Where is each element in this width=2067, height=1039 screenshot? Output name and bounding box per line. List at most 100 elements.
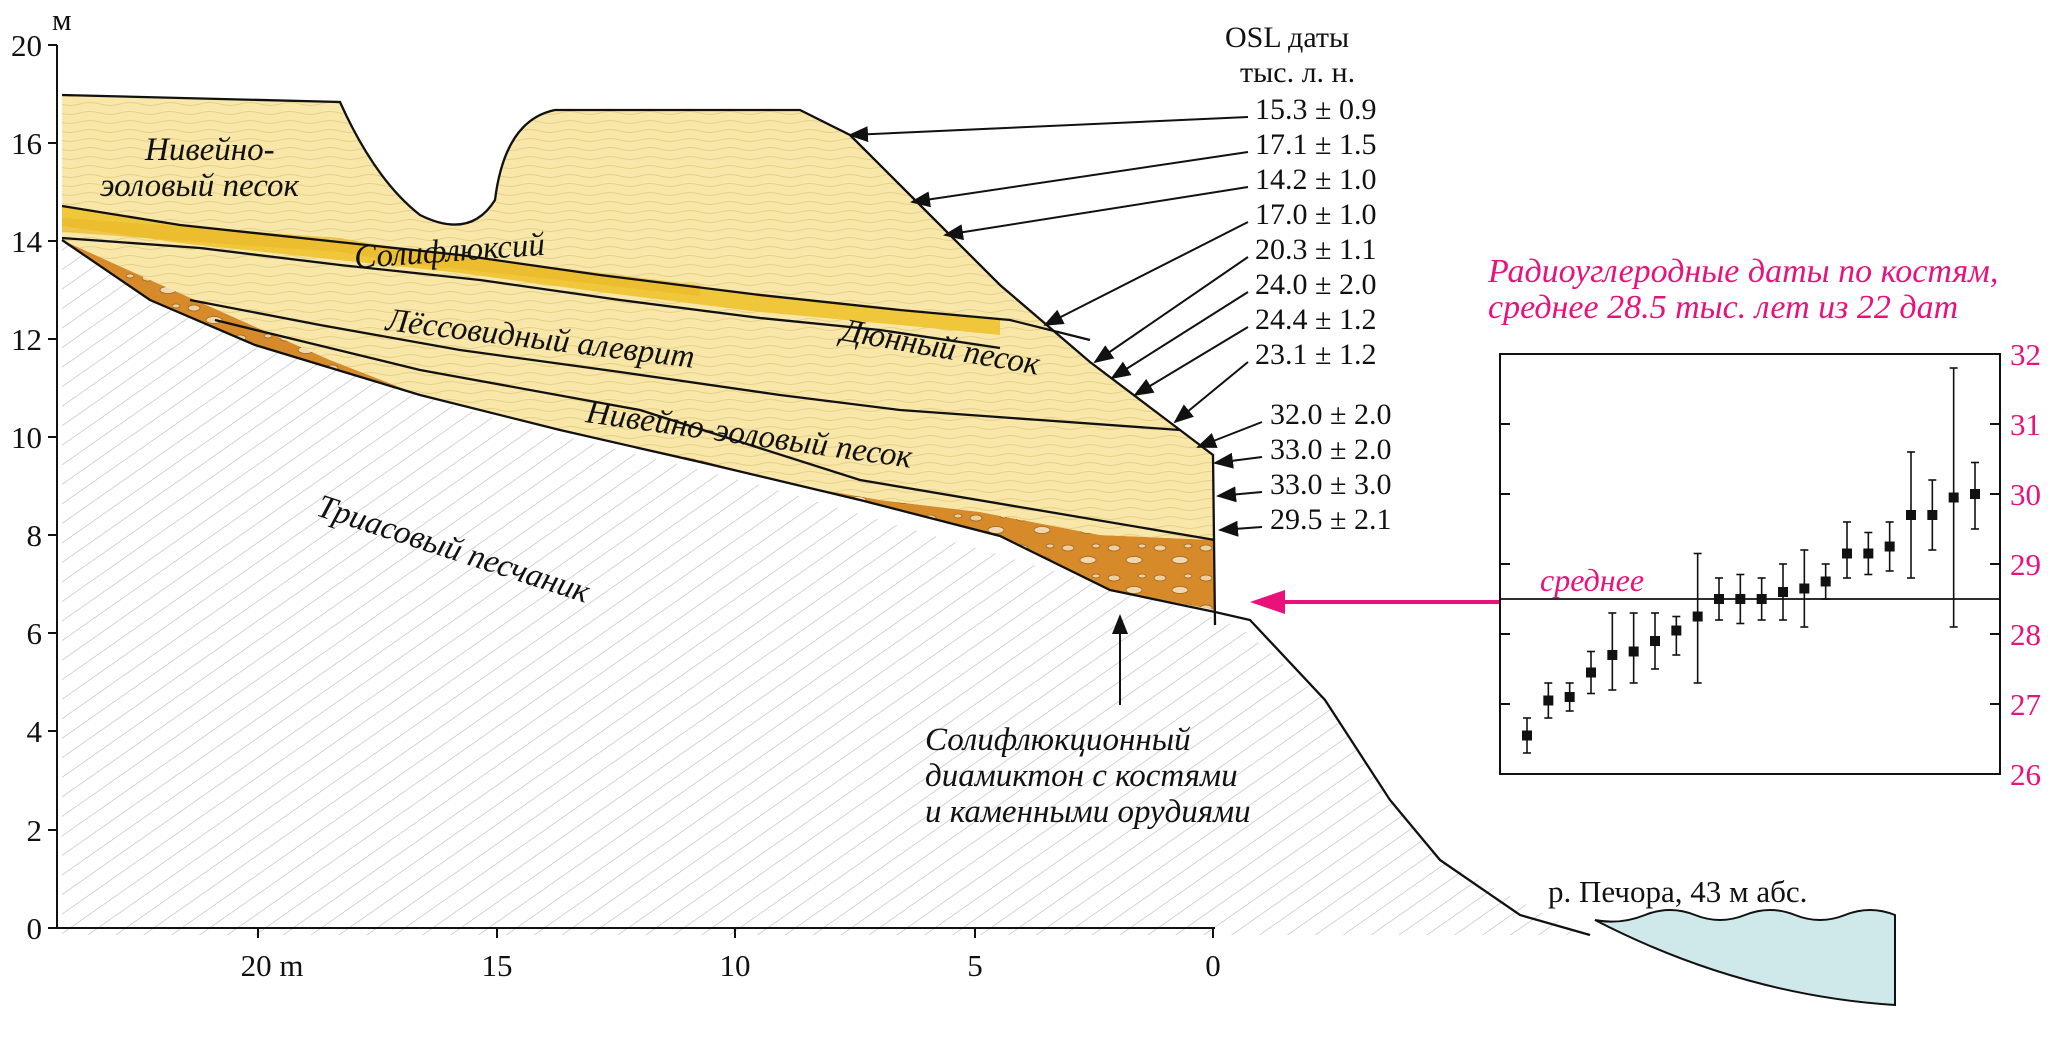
- radiocarbon-date-point: [1522, 717, 1532, 754]
- osl-date: 20.3 ± 1.1: [1255, 233, 1376, 266]
- radiocarbon-marker: [1564, 692, 1575, 702]
- x-tick-label: 0: [1205, 948, 1221, 983]
- osl-date: 15.3 ± 0.9: [1255, 93, 1376, 126]
- radiocarbon-date-point: [1927, 479, 1938, 551]
- radiocarbon-date-point: [1948, 367, 1959, 628]
- radiocarbon-marker: [1927, 510, 1938, 520]
- radiocarbon-marker: [1607, 650, 1618, 660]
- radiocarbon-date-point: [1671, 615, 1682, 656]
- radiocarbon-title-1: Радиоуглеродные даты по костям,: [1487, 253, 1998, 290]
- osl-header-1: OSL даты: [1225, 21, 1349, 54]
- radiocarbon-date-point: [1906, 451, 1916, 579]
- radiocarbon-marker: [1735, 594, 1746, 604]
- radiocarbon-marker: [1586, 667, 1596, 678]
- radiocarbon-date-point: [1714, 577, 1724, 621]
- y-tick-label: 8: [27, 518, 43, 553]
- radiocarbon-marker: [1756, 594, 1767, 604]
- mean-connector-arrowhead: [1250, 590, 1285, 614]
- osl-date: 24.0 ± 2.0: [1255, 268, 1376, 301]
- radiocarbon-tick-labels: 26 27 28 29 30 31 32: [2010, 337, 2041, 792]
- radiocarbon-date-point: [1820, 563, 1831, 600]
- radiocarbon-date-point: [1543, 682, 1554, 719]
- radiocarbon-marker: [1522, 730, 1532, 741]
- radiocarbon-date-point: [1884, 521, 1895, 572]
- label-diamicton-1: Солифлюкционный: [925, 722, 1191, 758]
- x-tick-label: 10: [720, 948, 751, 983]
- radiocarbon-tick-label: 32: [2010, 337, 2041, 372]
- osl-header-2: тыс. л. н.: [1240, 56, 1355, 89]
- radiocarbon-marker: [1671, 625, 1682, 636]
- radiocarbon-marker: [1799, 583, 1810, 594]
- radiocarbon-marker: [1906, 510, 1916, 520]
- radiocarbon-title-2: среднее 28.5 тыс. лет из 22 дат: [1488, 289, 1958, 326]
- radiocarbon-date-point: [1842, 521, 1852, 579]
- y-tick-label: 4: [27, 714, 43, 749]
- y-tick-label: 6: [27, 616, 43, 651]
- radiocarbon-marker: [1842, 548, 1852, 559]
- y-tick-label: 14: [11, 224, 43, 259]
- x-tick-label: 20 m: [241, 948, 304, 983]
- layer-soliflux-2: [62, 218, 700, 296]
- osl-date: 23.1 ± 1.2: [1255, 338, 1376, 371]
- radiocarbon-marker: [1543, 695, 1554, 706]
- radiocarbon-marker: [1948, 492, 1959, 503]
- radiocarbon-marker: [1778, 587, 1788, 597]
- section-axes: [48, 44, 1215, 938]
- radiocarbon-date-point: [1735, 573, 1746, 625]
- radiocarbon-date-point: [1628, 612, 1639, 684]
- layer-boundaries: [61, 93, 1591, 937]
- bedrock-triassic: [62, 240, 1585, 935]
- x-tick-label: 15: [482, 948, 513, 983]
- osl-sample-arrows: [848, 116, 1263, 705]
- label-diamicton-3: и каменными орудиями: [925, 794, 1251, 830]
- y-tick-label: 12: [11, 322, 42, 357]
- radiocarbon-marker: [1884, 541, 1895, 552]
- radiocarbon-date-point: [1586, 650, 1596, 695]
- river-water: [1594, 909, 1896, 1007]
- radiocarbon-tick-label: 30: [2010, 477, 2041, 512]
- radiocarbon-date-point: [1607, 612, 1618, 691]
- radiocarbon-date-point: [1650, 612, 1660, 670]
- radiocarbon-marker: [1692, 611, 1703, 622]
- radiocarbon-points: [1522, 367, 1980, 754]
- x-tick-label: 5: [967, 948, 983, 983]
- radiocarbon-marker: [1650, 636, 1660, 646]
- radiocarbon-marker: [1628, 646, 1639, 657]
- radiocarbon-marker: [1820, 576, 1831, 587]
- x-tick-labels: 20 m 15 10 5 0: [241, 948, 1221, 983]
- diamicton-clasts: [62, 240, 1215, 610]
- radiocarbon-date-point: [1692, 552, 1703, 684]
- label-eolian-top-2: эоловый песок: [100, 168, 300, 204]
- radiocarbon-tick-label: 27: [2010, 687, 2041, 722]
- y-axis-unit: м: [52, 2, 72, 37]
- label-eolian-top-1: Нивейно-: [144, 132, 275, 168]
- radiocarbon-date-point: [1970, 461, 1980, 530]
- radiocarbon-marker: [1863, 548, 1874, 559]
- y-tick-labels: 0 2 4 6 8 10 12 14 16 20: [11, 28, 43, 946]
- osl-date: 33.0 ± 3.0: [1270, 468, 1391, 501]
- osl-date-list: 15.3 ± 0.9 17.1 ± 1.5 14.2 ± 1.0 17.0 ± …: [1255, 93, 1391, 536]
- radiocarbon-mean-label: среднее: [1540, 562, 1644, 598]
- radiocarbon-date-point: [1863, 531, 1874, 576]
- radiocarbon-left-ticks: [1500, 353, 1510, 775]
- radiocarbon-date-point: [1778, 563, 1788, 621]
- osl-date: 33.0 ± 2.0: [1270, 433, 1391, 466]
- radiocarbon-marker: [1970, 489, 1980, 499]
- radiocarbon-tick-label: 29: [2010, 547, 2041, 582]
- y-tick-label: 16: [11, 126, 42, 161]
- radiocarbon-date-point: [1799, 549, 1810, 628]
- osl-date: 24.4 ± 1.2: [1255, 303, 1376, 336]
- label-diamicton-2: диамиктон с костями: [925, 758, 1238, 794]
- osl-date: 32.0 ± 2.0: [1270, 398, 1391, 431]
- radiocarbon-marker: [1714, 594, 1724, 604]
- label-river: р. Печора, 43 м абс.: [1548, 874, 1807, 909]
- radiocarbon-right-ticks: [1990, 353, 2000, 775]
- radiocarbon-tick-label: 26: [2010, 757, 2041, 792]
- radiocarbon-tick-label: 28: [2010, 617, 2041, 652]
- sand-texture: [62, 95, 1215, 540]
- y-tick-label: 10: [11, 420, 42, 455]
- radiocarbon-date-point: [1756, 577, 1767, 621]
- radiocarbon-tick-label: 31: [2010, 407, 2041, 442]
- y-tick-label: 20: [11, 28, 42, 63]
